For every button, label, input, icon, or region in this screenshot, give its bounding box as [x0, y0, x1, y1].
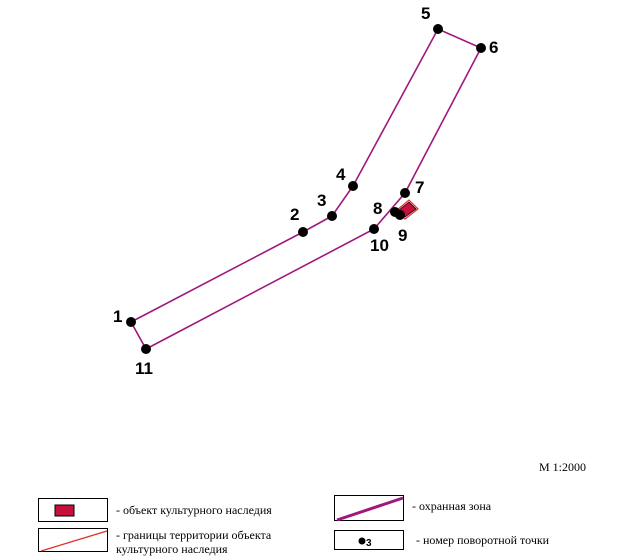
legend-protection-zone: - охранная зона — [334, 495, 492, 522]
turn-point-9 — [395, 210, 405, 220]
map-canvas: 1 234 5 6 7 89 10 11 — [113, 4, 498, 378]
turn-point-sample-number: 3 — [366, 538, 372, 549]
turn-point-label-7: 7 — [415, 178, 424, 197]
legend-label: - охранная зона — [412, 499, 492, 513]
legend-territory-bounds: - границы территории объекта культурного… — [38, 528, 306, 556]
turn-point-label-9: 9 — [398, 226, 407, 245]
protection-zone-boundary — [130, 27, 483, 351]
turn-point-label-8: 8 — [373, 199, 382, 218]
territory-bounds-swatch — [38, 528, 108, 552]
turn-point-1 — [126, 317, 136, 327]
turn-point-label-2: 2 — [290, 205, 299, 224]
heritage-object-swatch — [38, 498, 108, 522]
protection-zone-swatch — [334, 495, 404, 522]
legend-heritage-object: - объект культурного наследия — [38, 498, 272, 522]
turn-point-label-6: 6 — [489, 38, 498, 57]
turn-point-label-10: 10 — [370, 236, 389, 255]
turn-point-label-1: 1 — [113, 307, 122, 326]
legend-label: - границы территории объекта культурного… — [116, 528, 272, 556]
turn-point-10 — [369, 224, 379, 234]
turn-point-4 — [348, 181, 358, 191]
turn-point-6 — [476, 43, 486, 53]
turn-point-11 — [141, 344, 151, 354]
turn-point-swatch: 3 — [334, 530, 404, 550]
legend-label: - номер поворотной точки — [416, 533, 550, 547]
turn-point-label-3: 3 — [317, 191, 326, 210]
legend-turn-point: 3 - номер поворотной точки — [334, 530, 549, 550]
turn-point-label-5: 5 — [421, 4, 430, 23]
turn-point-label-4: 4 — [336, 165, 346, 184]
turn-point-3 — [327, 211, 337, 221]
turn-point-2 — [298, 227, 308, 237]
map-scale: М 1:2000 — [539, 460, 587, 474]
turn-point-label-11: 11 — [135, 359, 153, 378]
legend-label: - объект культурного наследия — [116, 503, 272, 517]
turn-points: 1 234 5 6 7 89 10 11 — [113, 4, 498, 378]
turn-point-7 — [400, 188, 410, 198]
turn-point-5 — [433, 24, 443, 34]
